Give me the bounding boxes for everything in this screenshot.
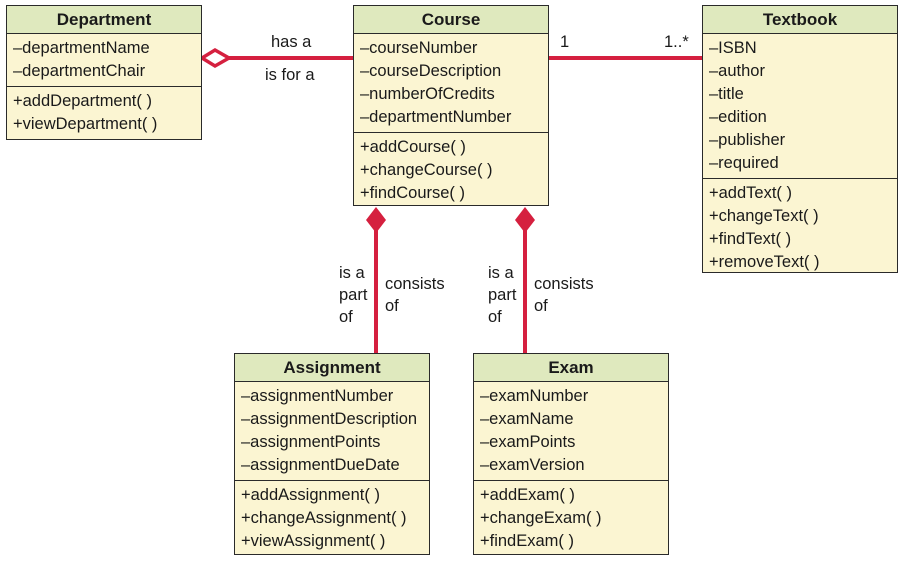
attributes-section: –assignmentNumber –assignmentDescription… bbox=[235, 382, 429, 481]
attribute: –departmentName bbox=[13, 39, 150, 57]
attribute: –examPoints bbox=[480, 433, 576, 451]
assignment-consists-label: consists of bbox=[385, 273, 445, 317]
operations-section: +addText( ) +changeText( ) +findText( ) … bbox=[703, 179, 897, 277]
attribute: –edition bbox=[709, 108, 767, 126]
label-has-a: has a bbox=[271, 33, 312, 51]
attribute: –assignmentDueDate bbox=[241, 456, 400, 474]
attribute: –title bbox=[709, 85, 744, 103]
operation: +addAssignment( ) bbox=[241, 486, 380, 504]
aggregation-diamond bbox=[198, 47, 233, 69]
operation: +removeText( ) bbox=[709, 253, 820, 271]
operation: +findExam( ) bbox=[480, 532, 574, 550]
label-line: part bbox=[339, 286, 368, 304]
attribute: –examVersion bbox=[480, 456, 585, 474]
operation: +addDepartment( ) bbox=[13, 92, 152, 110]
exam-consists-label: consists of bbox=[534, 273, 594, 317]
label-line: part bbox=[488, 286, 517, 304]
label-line: is a bbox=[339, 264, 365, 282]
assignment-class[interactable]: Assignment –assignmentNumber –assignment… bbox=[234, 353, 430, 555]
attribute: –courseNumber bbox=[360, 39, 478, 57]
label-line: consists bbox=[385, 275, 445, 293]
attribute: –numberOfCredits bbox=[360, 85, 495, 103]
attribute: –departmentChair bbox=[13, 62, 146, 80]
attribute: –author bbox=[709, 62, 765, 80]
composition-diamond-exam bbox=[515, 207, 535, 233]
textbook-class[interactable]: Textbook –ISBN –author –title –edition –… bbox=[702, 5, 898, 273]
attribute: –examNumber bbox=[480, 387, 589, 405]
class-name: Department bbox=[7, 6, 201, 34]
label-is-for-a: is for a bbox=[265, 66, 315, 84]
attributes-section: –examNumber –examName –examPoints –examV… bbox=[474, 382, 668, 481]
attribute: –publisher bbox=[709, 131, 786, 149]
operations-section: +addExam( ) +changeExam( ) +findExam( ) bbox=[474, 481, 668, 556]
operation: +changeAssignment( ) bbox=[241, 509, 407, 527]
operations-section: +addCourse( ) +changeCourse( ) +findCour… bbox=[354, 133, 548, 208]
class-name: Assignment bbox=[235, 354, 429, 382]
attribute: –courseDescription bbox=[360, 62, 502, 80]
operation: +viewAssignment( ) bbox=[241, 532, 386, 550]
label-line: consists bbox=[534, 275, 594, 293]
operation: +addExam( ) bbox=[480, 486, 575, 504]
operations-section: +addAssignment( ) +changeAssignment( ) +… bbox=[235, 481, 429, 556]
attribute: –examName bbox=[480, 410, 574, 428]
course-class[interactable]: Course –courseNumber –courseDescription … bbox=[353, 5, 549, 206]
class-name: Exam bbox=[474, 354, 668, 382]
class-name: Textbook bbox=[703, 6, 897, 34]
assignment-part-label: is a part of bbox=[339, 262, 367, 328]
class-name: Course bbox=[354, 6, 548, 34]
multiplicity-textbook: 1..* bbox=[664, 33, 689, 51]
label-line: is a bbox=[488, 264, 514, 282]
label-line: of bbox=[339, 308, 353, 326]
exam-class[interactable]: Exam –examNumber –examName –examPoints –… bbox=[473, 353, 669, 555]
attribute: –assignmentDescription bbox=[241, 410, 418, 428]
attribute: –required bbox=[709, 154, 779, 172]
operation: +findCourse( ) bbox=[360, 184, 466, 202]
exam-part-label: is a part of bbox=[488, 262, 516, 328]
operation: +addCourse( ) bbox=[360, 138, 466, 156]
multiplicity-course: 1 bbox=[560, 33, 570, 51]
attribute: –ISBN bbox=[709, 39, 757, 57]
label-line: of bbox=[488, 308, 502, 326]
label-line: of bbox=[385, 297, 399, 315]
composition-diamond-assignment bbox=[366, 207, 386, 233]
operation: +changeText( ) bbox=[709, 207, 819, 225]
attribute: –assignmentPoints bbox=[241, 433, 381, 451]
operation: +changeExam( ) bbox=[480, 509, 602, 527]
department-class[interactable]: Department –departmentName –departmentCh… bbox=[6, 5, 202, 140]
operations-section: +addDepartment( ) +viewDepartment( ) bbox=[7, 87, 201, 139]
operation: +changeCourse( ) bbox=[360, 161, 493, 179]
label-line: of bbox=[534, 297, 548, 315]
operation: +viewDepartment( ) bbox=[13, 115, 158, 133]
operation: +addText( ) bbox=[709, 184, 792, 202]
operation: +findText( ) bbox=[709, 230, 792, 248]
attributes-section: –ISBN –author –title –edition –publisher… bbox=[703, 34, 897, 179]
attributes-section: –courseNumber –courseDescription –number… bbox=[354, 34, 548, 133]
attributes-section: –departmentName –departmentChair bbox=[7, 34, 201, 87]
attribute: –departmentNumber bbox=[360, 108, 512, 126]
attribute: –assignmentNumber bbox=[241, 387, 394, 405]
